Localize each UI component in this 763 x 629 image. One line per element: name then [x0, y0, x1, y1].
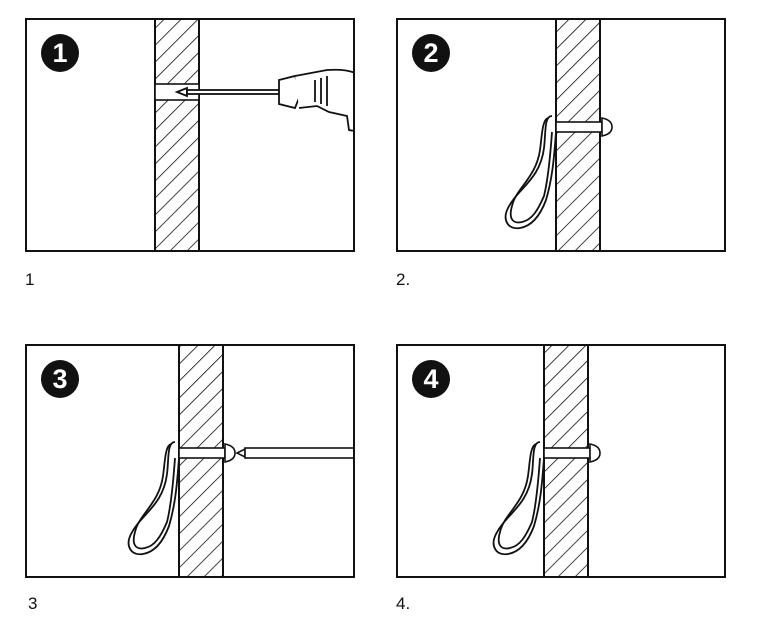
wall-section — [178, 346, 224, 576]
wall-section — [543, 346, 589, 576]
step-number-badge: 3 — [41, 360, 79, 398]
anchor-shaft — [543, 443, 601, 463]
step-2-illustration — [504, 20, 613, 250]
anchor-hook-icon — [504, 115, 557, 230]
step-panel-3: 3 — [25, 344, 355, 578]
step-panel-1: 1 — [25, 18, 355, 252]
step-caption-4: 4. — [396, 594, 411, 613]
step-caption-3: 3 — [28, 594, 38, 613]
step-panel-4: 4 — [396, 344, 726, 578]
step-4-illustration — [492, 346, 601, 576]
anchor-shaft — [178, 443, 236, 463]
anchor-hook-icon — [492, 441, 545, 556]
step-number-badge: 1 — [41, 34, 79, 72]
screw-rod-icon — [235, 447, 353, 459]
step-number-badge: 2 — [412, 34, 450, 72]
anchor-hook-icon — [127, 441, 180, 556]
wall-section — [555, 20, 601, 250]
wall-section — [154, 20, 200, 250]
step-caption-2: 2. — [396, 270, 411, 289]
drill-icon — [174, 68, 353, 132]
step-1-illustration — [154, 20, 353, 250]
anchor-shaft — [555, 117, 613, 137]
step-panel-2: 2 — [396, 18, 726, 252]
step-3-illustration — [127, 346, 353, 576]
step-number-badge: 4 — [412, 360, 450, 398]
step-caption-1: 1 — [25, 270, 35, 289]
